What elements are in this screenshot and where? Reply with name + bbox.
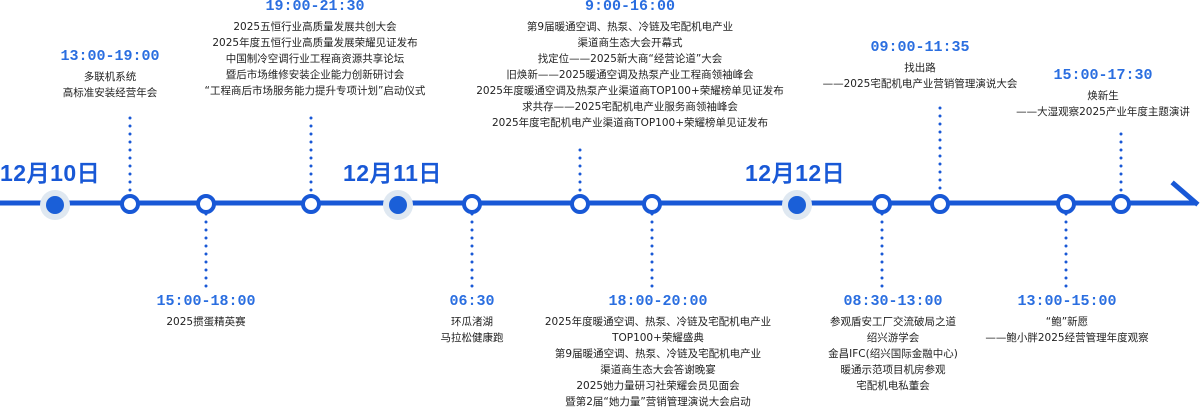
top-event: 09:00-11:35 找出路 ——2025宅配机电产业营销管理演说大会 bbox=[750, 38, 1090, 92]
event-nodes bbox=[120, 194, 1131, 214]
event-description-line: 2025年度五恒行业高质量发展荣耀见证发布 bbox=[212, 37, 418, 49]
event-description-line: 宅配机电私董会 bbox=[856, 380, 930, 392]
event-description-line: 2025五恒行业高质量发展共创大会 bbox=[233, 21, 397, 33]
connector-lines bbox=[128, 106, 1123, 292]
event-description-line: 暨第2届“她力量”营销管理演说大会启动 bbox=[565, 396, 751, 408]
top-event: 15:00-17:30 焕新生 ——大湿观察2025产业年度主题演讲 bbox=[933, 66, 1200, 120]
event-node bbox=[872, 194, 892, 214]
event-description-line: 第9届暖通空调、热泵、冷链及宅配机电产业 bbox=[554, 348, 762, 360]
event-description-line: 高标准安装经营年会 bbox=[62, 87, 158, 99]
event-description-line: 渠道商生态大会答谢晚宴 bbox=[600, 364, 716, 376]
top-event: 19:00-21:30 2025五恒行业高质量发展共创大会 2025年度五恒行业高质… bbox=[145, 0, 485, 99]
bottom-event: 18:00-20:00 2025年度暖通空调、热泵、冷链及宅配机电产业 TOP100… bbox=[488, 292, 828, 410]
event-description-line: 焕新生 bbox=[1087, 90, 1119, 102]
event-time: 08:30-13:00 bbox=[843, 293, 943, 310]
event-description-line: 金昌IFC(绍兴国际金融中心) bbox=[828, 348, 958, 360]
bottom-event: 08:30-13:00 参观盾安工厂交流破局之道绍兴游学会金昌IFC(绍兴国际金融… bbox=[723, 292, 1063, 394]
event-description-line: 2025年度暖通空调、热泵、冷链及宅配机电产业 bbox=[544, 316, 772, 328]
event-node bbox=[462, 194, 482, 214]
event-time: 18:00-20:00 bbox=[608, 293, 708, 310]
event-node bbox=[120, 194, 140, 214]
event-description-line: 参观盾安工厂交流破局之道 bbox=[830, 316, 956, 328]
event-description-line: 中国制冷空调行业工程商资源共享论坛 bbox=[225, 53, 405, 65]
event-node bbox=[196, 194, 216, 214]
event-time: 19:00-21:30 bbox=[265, 0, 365, 15]
event-description-line: ——鲍小胖2025经营管理年度观察 bbox=[985, 332, 1149, 344]
event-node bbox=[1056, 194, 1076, 214]
event-time: 15:00-17:30 bbox=[1053, 67, 1153, 84]
event-time: 13:00-15:00 bbox=[1017, 293, 1117, 310]
bottom-event: 06:30 环瓜渚湖马拉松健康跑 bbox=[302, 292, 642, 346]
event-description-line: 找定位——2025新大商“经营论道”大会 bbox=[537, 53, 723, 65]
event-description-line: 渠道商生态大会开幕式 bbox=[577, 37, 683, 49]
event-description-line: 旧焕新——2025暖通空调及热泵产业工程商领袖峰会 bbox=[506, 69, 754, 81]
event-time: 9:00-16:00 bbox=[584, 0, 675, 15]
arrow-head bbox=[1170, 180, 1200, 207]
event-description-line: 找出路 bbox=[904, 62, 936, 74]
event-description-line: 2025年度暖通空调及热泵产业渠道商TOP100+荣耀榜单见证发布 bbox=[476, 85, 784, 97]
top-event: 9:00-16:00 第9届暖通空调、热泵、冷链及宅配机电产业渠道商生态大会开幕式… bbox=[460, 0, 800, 131]
event-description-line: “工程商后市场服务能力提升专项计划”启动仪式 bbox=[204, 85, 426, 97]
date-label: 12月12日 bbox=[745, 160, 846, 186]
date-label: 12月10日 bbox=[0, 160, 101, 186]
event-description-line: 暖通示范项目机房参观 bbox=[840, 364, 946, 376]
bottom-event: 15:00-18:00 2025掼蛋精英赛 bbox=[36, 292, 376, 330]
event-time: 13:00-19:00 bbox=[60, 48, 160, 65]
event-description-line: “鲍”新愿 bbox=[1045, 316, 1089, 328]
date-nodes bbox=[40, 190, 812, 220]
event-node bbox=[301, 194, 321, 214]
event-description-line: 马拉松健康跑 bbox=[440, 332, 504, 344]
event-description-line: TOP100+荣耀盛典 bbox=[612, 332, 704, 344]
top-event: 13:00-19:00 多联机系统高标准安装经营年会 bbox=[0, 47, 280, 101]
event-node bbox=[570, 194, 590, 214]
event-time: 06:30 bbox=[449, 293, 495, 310]
event-description-line: ——大湿观察2025产业年度主题演讲 bbox=[1016, 106, 1190, 118]
event-time: 15:00-18:00 bbox=[156, 293, 256, 310]
event-node bbox=[930, 194, 950, 214]
event-description-line: 2025年度宅配机电产业渠道商TOP100+荣耀榜单见证发布 bbox=[491, 117, 769, 129]
event-time: 09:00-11:35 bbox=[870, 39, 970, 56]
event-node bbox=[1111, 194, 1131, 214]
event-description-line: 2025她力量研习社荣耀会员见面会 bbox=[576, 380, 740, 392]
date-label: 12月11日 bbox=[343, 160, 442, 186]
event-description-line: 绍兴游学会 bbox=[866, 332, 920, 344]
event-description-line: 环瓜渚湖 bbox=[451, 316, 493, 328]
event-node bbox=[642, 194, 662, 214]
event-description-line: 多联机系统 bbox=[83, 71, 137, 83]
event-description-line: 第9届暖通空调、热泵、冷链及宅配机电产业 bbox=[526, 21, 734, 33]
event-description-line: 暨后市场维修安装企业能力创新研讨会 bbox=[225, 69, 405, 81]
event-description-line: ——2025宅配机电产业营销管理演说大会 bbox=[822, 78, 1018, 90]
event-description-line: 求共存——2025宅配机电产业服务商领袖峰会 bbox=[522, 101, 738, 113]
bottom-event: 13:00-15:00 “鲍”新愿 ——鲍小胖2025经营管理年度观察 bbox=[897, 292, 1200, 346]
event-description-line: 2025掼蛋精英赛 bbox=[166, 316, 246, 328]
